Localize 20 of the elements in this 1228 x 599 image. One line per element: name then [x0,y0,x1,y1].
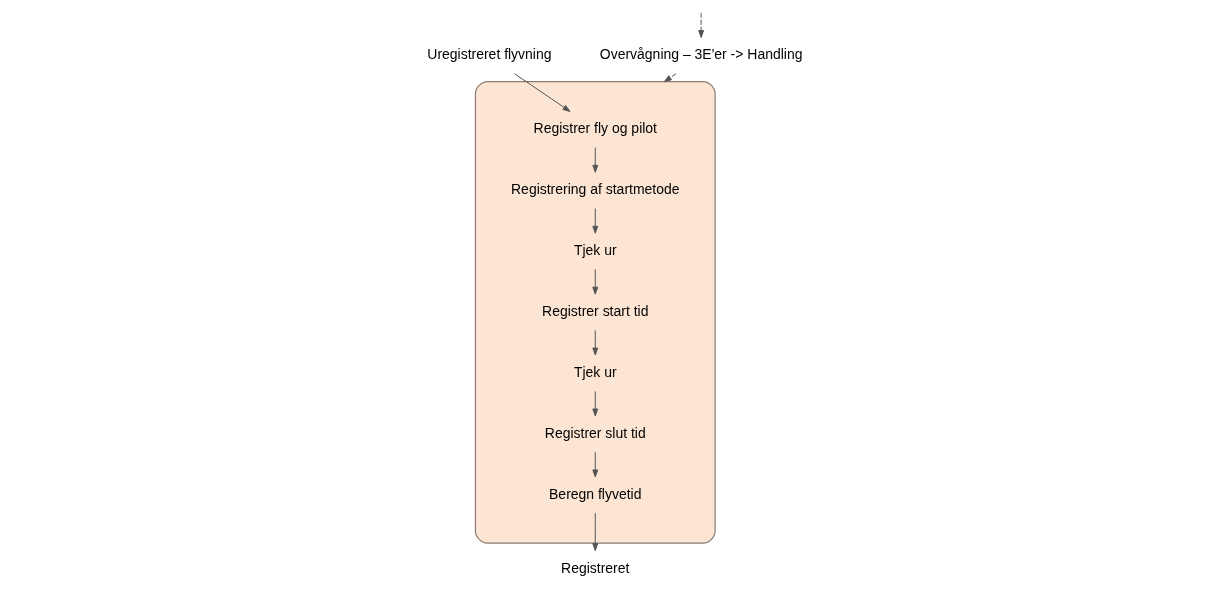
arrow [591,390,598,417]
node-text: Tjek ur [573,363,617,380]
arrow [663,73,677,83]
arrow [591,268,598,295]
node-text: Registreret [560,559,629,576]
node-text: Registrer start tid [541,303,648,320]
node-text: Tjek ur [573,242,617,259]
arrow [591,512,598,552]
node-text: Overvågning – 3E'er -> Handling [599,46,802,63]
arrow [591,208,598,234]
node-text: Uregistreret flyvning [426,46,552,63]
node-text: Registrer slut tid [544,424,646,441]
arrow [591,147,598,173]
arrow [697,12,704,38]
arrow [591,329,598,356]
node-text: Beregn flyvetid [548,485,641,502]
node-text: Registrer fly og pilot [533,120,657,137]
node-text: Registrering af startmetode [510,181,680,198]
arrow [513,73,570,112]
arrow [591,451,598,478]
